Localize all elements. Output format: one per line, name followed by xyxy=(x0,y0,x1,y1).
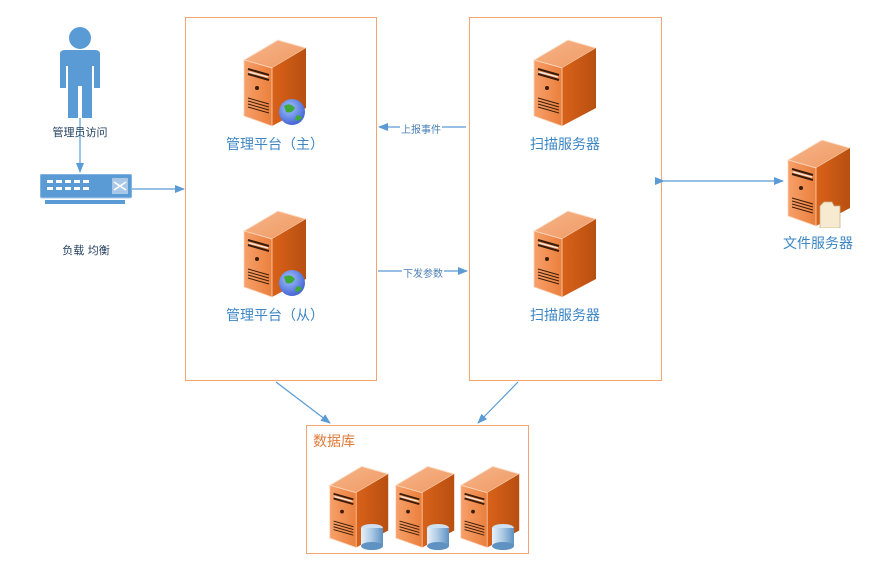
edge-mgmt-to-db xyxy=(275,381,331,424)
edge-scan-to-db xyxy=(477,381,519,424)
admin-node[interactable] xyxy=(52,26,108,118)
server-icon xyxy=(530,207,600,299)
database-label: 数据库 xyxy=(313,434,355,450)
switch-icon xyxy=(39,173,133,204)
mgmt-primary-label: 管理平台（主） xyxy=(226,137,324,153)
scan-server-1-label: 扫描服务器 xyxy=(530,137,600,153)
web-server-icon xyxy=(240,207,310,299)
scan-server-1-node[interactable] xyxy=(530,36,600,128)
web-server-icon xyxy=(240,36,310,128)
mgmt-secondary-node[interactable] xyxy=(240,207,310,299)
edge-label-report-event: 上报事件 xyxy=(400,121,442,136)
mgmt-secondary-label: 管理平台（从） xyxy=(226,308,324,324)
user-icon xyxy=(60,27,100,118)
mgmt-primary-node[interactable] xyxy=(240,36,310,128)
scan-server-2-label: 扫描服务器 xyxy=(530,308,600,324)
database-server-3[interactable] xyxy=(457,462,523,550)
database-server-icon xyxy=(459,465,521,550)
database-server-1[interactable] xyxy=(326,462,392,550)
load-balancer-label: 负载 均衡 xyxy=(62,244,110,257)
file-server-icon xyxy=(784,136,854,229)
edge-label-send-params: 下发参数 xyxy=(402,265,444,280)
file-server-node[interactable] xyxy=(784,136,854,229)
admin-label: 管理员访问 xyxy=(52,126,108,139)
database-server-2[interactable] xyxy=(392,462,458,550)
file-server-label: 文件服务器 xyxy=(783,236,853,252)
database-server-icon xyxy=(394,465,456,550)
server-icon xyxy=(530,36,600,128)
database-server-icon xyxy=(328,465,390,550)
load-balancer-node[interactable] xyxy=(39,173,133,206)
scan-server-2-node[interactable] xyxy=(530,207,600,299)
